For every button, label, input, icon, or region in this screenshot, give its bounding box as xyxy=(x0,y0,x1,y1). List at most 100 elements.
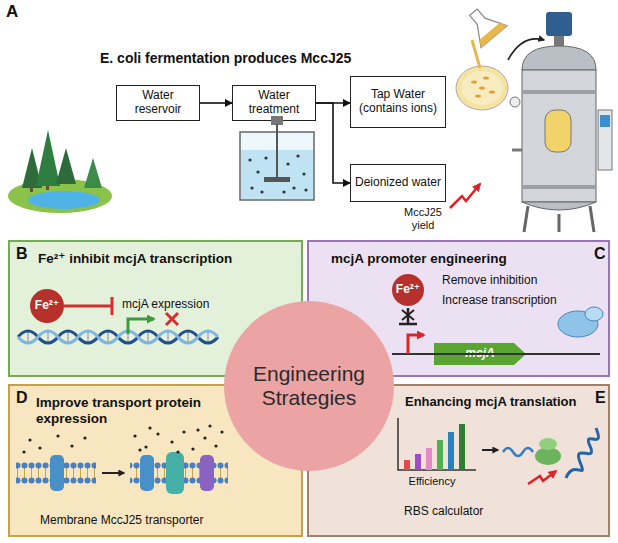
node-text-holder: Fe²⁺ xyxy=(392,274,424,306)
translation-scheme xyxy=(482,449,498,451)
bioreactor xyxy=(554,36,564,46)
translation-scheme xyxy=(459,424,465,470)
bioreactor xyxy=(512,149,522,152)
treatment-tank xyxy=(264,156,267,159)
bioreactor xyxy=(524,206,528,232)
translation-scheme xyxy=(539,438,557,450)
promoter-engineering xyxy=(558,311,598,337)
culture-flask xyxy=(508,39,544,60)
lake-forest xyxy=(46,182,49,190)
process-box: Deionized water xyxy=(350,164,446,202)
translation-scheme xyxy=(426,448,432,470)
promoter-engineering xyxy=(392,307,603,354)
yield-arrow xyxy=(450,184,480,208)
annotation: Membrane MccJ25 transporter xyxy=(40,514,250,528)
node-text-holder: Fe²⁺ xyxy=(30,289,64,323)
membrane-transport xyxy=(38,446,41,449)
treatment-tank xyxy=(248,158,251,161)
flow-arrow xyxy=(316,103,350,183)
box-label: Fe²⁺ xyxy=(35,299,59,313)
translation-scheme xyxy=(398,418,476,470)
membrane-transport xyxy=(16,424,228,494)
treatment-tank xyxy=(264,177,290,182)
membrane-transport xyxy=(182,430,185,433)
box-label: mcjA xyxy=(465,347,494,361)
yield-label: MccJ25 yield xyxy=(400,206,446,231)
bioreactor xyxy=(522,90,596,94)
membrane-transport xyxy=(200,455,214,491)
culture-flask xyxy=(476,20,507,47)
membrane-transport xyxy=(144,445,147,448)
node-text-holder: mcjA xyxy=(434,343,526,365)
treatment-tank xyxy=(282,190,285,193)
treatment-tank xyxy=(241,150,313,199)
treatment-tank xyxy=(260,190,263,193)
bioreactor xyxy=(522,46,596,70)
membrane-transport xyxy=(196,428,199,431)
culture-flask xyxy=(472,40,480,68)
panel-title: Improve transport protein expression xyxy=(36,395,226,426)
culture-flask xyxy=(471,80,477,83)
center-circle: Engineering Strategies xyxy=(224,301,394,471)
treatment-tank xyxy=(256,170,259,173)
process-box: Tap Water (contains ions) xyxy=(350,76,446,128)
node-text-holder: Tap Water (contains ions) xyxy=(351,77,445,127)
translation-scheme xyxy=(398,418,598,484)
promoter-engineering xyxy=(408,335,424,354)
bioreactor xyxy=(510,97,520,107)
treatment-tank xyxy=(304,188,307,191)
center-circle-fill xyxy=(224,301,394,471)
treatment-tank xyxy=(248,154,307,193)
membrane-transport xyxy=(56,434,59,437)
translation-scheme xyxy=(528,471,556,484)
bioreactor xyxy=(510,12,612,232)
membrane-transport xyxy=(133,434,136,437)
membrane-transport xyxy=(83,436,86,439)
annotation: RBS calculator xyxy=(404,505,514,519)
dna-inhibition xyxy=(18,331,218,343)
ion-circle: Fe²⁺ xyxy=(392,274,424,306)
panel-letter: E xyxy=(595,389,606,407)
panel-letter: C xyxy=(594,245,606,263)
box-label: Deionized water xyxy=(355,176,441,190)
membrane-transport xyxy=(166,452,184,494)
node-text-holder: Deionized water xyxy=(351,165,445,201)
lake-forest xyxy=(36,130,60,186)
translation-scheme xyxy=(566,428,598,478)
lake-forest xyxy=(56,148,76,184)
promoter-engineering xyxy=(402,310,414,320)
bioreactor xyxy=(522,185,596,189)
treatment-tank xyxy=(240,116,314,200)
dna-inhibition xyxy=(18,331,218,343)
translation-scheme xyxy=(404,460,410,470)
promoter-engineering xyxy=(585,307,603,321)
membrane-transport xyxy=(148,426,151,429)
lake-forest xyxy=(22,148,42,188)
membrane-transport xyxy=(140,455,154,491)
box-label: Water reservoir xyxy=(119,89,197,117)
membrane-transport xyxy=(220,430,223,433)
node-text-holder: Engineering Strategies xyxy=(224,301,394,471)
membrane-transport xyxy=(156,432,159,435)
yield-arrow xyxy=(450,184,480,208)
flow-arrow xyxy=(316,102,350,104)
culture-flask xyxy=(456,1,544,110)
treatment-tank xyxy=(302,172,305,175)
treatment-tank xyxy=(250,186,253,189)
culture-flask xyxy=(475,94,481,97)
bioreactor xyxy=(522,70,596,202)
membrane-transport xyxy=(102,472,124,474)
panel-title: Fe²⁺ inhibit mcjA transcription xyxy=(38,251,288,267)
membrane-transport xyxy=(22,450,25,453)
annotation: mcjA expression xyxy=(122,298,242,312)
bioreactor xyxy=(598,110,612,170)
culture-flask xyxy=(460,1,507,47)
box-label: Tap Water (contains ions) xyxy=(353,88,443,116)
dna-inhibition xyxy=(18,297,218,343)
bioreactor xyxy=(600,115,610,127)
culture-flask xyxy=(489,90,495,93)
translation-scheme xyxy=(415,454,421,470)
panel-title: mcjA promoter engineering xyxy=(331,251,571,267)
